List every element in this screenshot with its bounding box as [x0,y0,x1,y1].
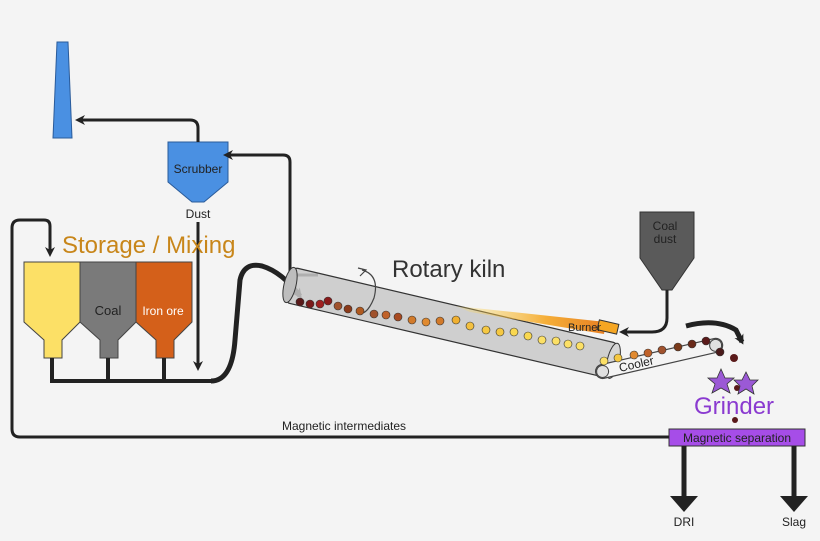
magnetic-separation-label: Magnetic separation [683,431,791,445]
slag-arrowhead [780,496,808,512]
rotary-kiln-label: Rotary kiln [392,256,505,283]
dri-label: DRI [674,515,695,529]
storage-mixing-label: Storage / Mixing [62,232,235,259]
coal-dust-label-line1: Coal [653,219,678,233]
dri-arrowhead [670,496,698,512]
bin-iron-ore [135,261,193,359]
bin-yellow [23,261,81,359]
kiln-material-balls [295,296,585,351]
flow-bins-collector [50,358,211,383]
slag-label: Slag [782,515,806,529]
scrubber-label: Scrubber [174,162,223,176]
flow-cooler-to-grinder [685,320,745,345]
burner-flame [456,306,606,334]
flow-magnetic-intermediates [10,218,669,439]
burner-label: Burner [568,322,601,334]
cooler-balls [599,336,725,366]
dust-label: Dust [186,207,211,221]
rotary-kiln-cylinder [282,266,621,379]
iron-ore-label: Iron ore [142,304,184,318]
flow-to-kiln [210,262,302,384]
falling-particles [730,354,740,423]
burner-nozzle [596,319,620,335]
coal-dust-label-line2: dust [654,232,677,246]
flow-scrubber-to-chimney [75,115,200,142]
coal-label: Coal [95,303,122,318]
scrubber-cyclone-icon [167,141,229,203]
magnetic-intermediates-label: Magnetic intermediates [282,419,406,433]
chimney-icon [52,41,73,139]
coal-dust-hopper [639,211,695,291]
flow-coal-dust-to-burner [619,290,669,337]
cooler-conveyor [594,337,724,380]
grinder-label: Grinder [694,393,774,420]
flow-kiln-to-scrubber [223,150,318,277]
grinder-stars-icon [706,368,759,395]
